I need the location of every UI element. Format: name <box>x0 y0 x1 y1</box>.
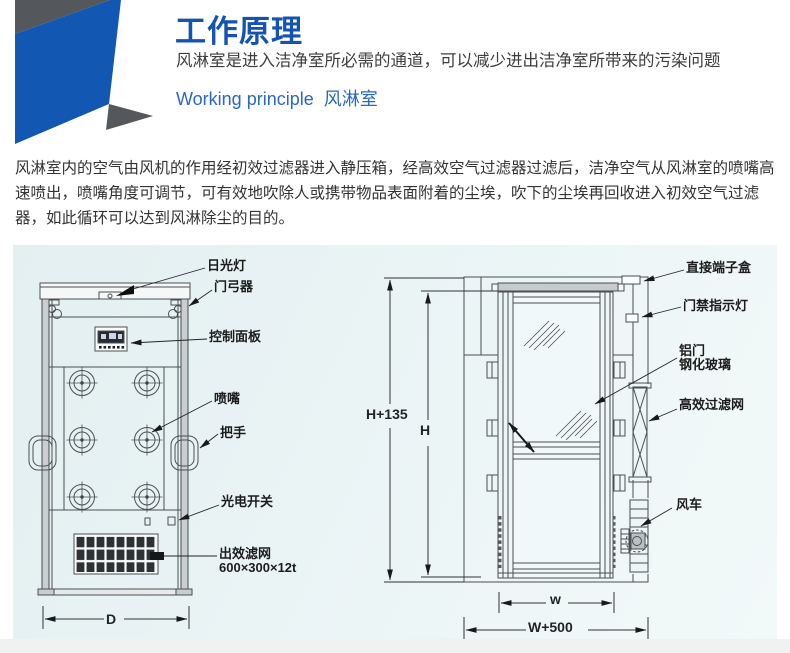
label-filter-size: 600×300×12t <box>219 560 297 575</box>
label-hepa-filter: 高效过滤网 <box>679 397 745 412</box>
dimension-depth: D <box>106 611 117 627</box>
control-panel-graphic <box>94 326 128 352</box>
handle-graphic <box>28 435 199 471</box>
caption-chinese: 风淋室 <box>323 89 378 109</box>
page-footer-strip <box>0 639 790 653</box>
leader-lines <box>130 267 685 560</box>
label-nozzle: 喷嘴 <box>214 391 241 406</box>
door-closer-graphic <box>45 299 185 319</box>
fan-graphic <box>620 498 650 574</box>
dimension-h-plus-135: H+135 <box>366 406 408 422</box>
page-title: 工作原理 <box>175 14 303 49</box>
label-fluorescent-lamp: 日光灯 <box>207 258 247 273</box>
label-control-panel: 控制面板 <box>209 329 262 344</box>
label-photo-switch: 光电开关 <box>221 494 274 509</box>
label-terminal-box: 直接端子盒 <box>686 260 752 275</box>
page-subtitle: 风淋室是进入洁净室所必需的通道，可以减少进出洁净室所带来的污染问题 <box>176 52 721 70</box>
glass-door-graphic <box>486 282 626 579</box>
dimension-w: w <box>550 591 561 607</box>
intro-paragraph: 风淋室内的空气由风机的作用经初效过滤器进入静压箱，经高效空气过滤器过滤后，洁净空… <box>15 160 775 227</box>
label-aluminum-door: 铝门 <box>679 343 706 358</box>
side-view-drawing <box>463 275 652 583</box>
brand-ribbon-logo <box>15 0 153 144</box>
front-view-drawing <box>28 282 199 596</box>
section-caption: Working principle 风淋室 <box>176 85 378 111</box>
nozzle-grid-graphic <box>66 367 163 513</box>
label-tempered-glass: 钢化玻璃 <box>679 357 732 372</box>
label-door-closer: 门弓器 <box>214 279 254 294</box>
hinge-graphic <box>486 361 626 492</box>
label-handle: 把手 <box>220 425 247 440</box>
hepa-filter-graphic <box>628 382 652 483</box>
dimension-w-plus-500: W+500 <box>528 619 573 635</box>
label-outlet-filter: 出效滤网 <box>219 546 272 561</box>
label-door-indicator: 门禁指示灯 <box>683 298 749 313</box>
technical-drawing <box>28 267 685 639</box>
label-fan: 风车 <box>676 497 703 512</box>
dimension-h: H <box>420 422 431 438</box>
dimension-lines <box>42 277 649 639</box>
caption-english: Working principle <box>176 89 314 109</box>
outlet-filter-graphic <box>73 533 159 575</box>
label-aluminum-door-glass: 铝门 钢化玻璃 <box>679 344 731 372</box>
